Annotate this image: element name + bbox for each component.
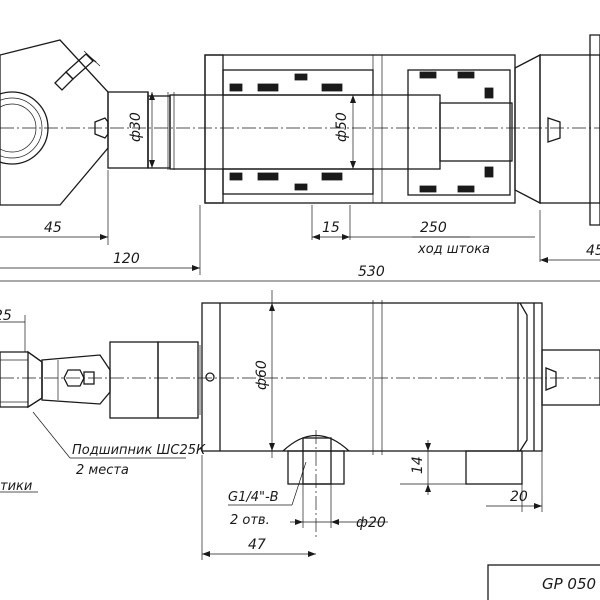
- piston-rod: [147, 95, 171, 169]
- bearing-label: Подшипник ШС25К: [72, 443, 206, 458]
- rear-cap: [514, 53, 541, 205]
- dim-d60: ф60: [254, 360, 270, 390]
- port-right: [465, 450, 523, 485]
- port-qty-label: 2 отв.: [230, 513, 270, 528]
- grease-nipple-icon: [54, 50, 101, 91]
- rod-end-body: [109, 341, 159, 419]
- bottom-exterior-view: [0, 300, 600, 540]
- top-section-view: [0, 34, 600, 226]
- rod-eye-body: [0, 39, 109, 206]
- dim-14: 14: [410, 456, 426, 474]
- dim-530: 530: [358, 264, 385, 280]
- bottom-dimensions: 25 ф60 Подшипник ШС25К 2 места тики 14 2…: [0, 290, 543, 560]
- title-block: GP 050: [487, 564, 600, 600]
- dim-45-right: 45: [586, 243, 600, 259]
- dim-20: 20: [510, 489, 528, 505]
- bearing-qty-label: 2 места: [76, 463, 129, 478]
- port-thread-label: G1/4"-B: [228, 490, 279, 505]
- stroke-travel-label: ход штока: [417, 242, 490, 257]
- dim-25: 25: [0, 308, 12, 324]
- piston: [407, 69, 511, 196]
- dim-15: 15: [322, 220, 340, 236]
- dim-d20: ф20: [356, 515, 386, 531]
- dim-d50: ф50: [334, 112, 350, 142]
- barrel-exterior: [201, 302, 543, 452]
- title-code: GP 050: [542, 575, 596, 593]
- dim-47: 47: [248, 537, 266, 553]
- dim-250: 250: [420, 220, 447, 236]
- rear-rod: [541, 349, 600, 406]
- lube-fitting-label: тики: [0, 479, 32, 494]
- dim-45-left: 45: [44, 220, 62, 236]
- dim-120: 120: [113, 251, 140, 267]
- dim-d30: ф30: [128, 112, 144, 142]
